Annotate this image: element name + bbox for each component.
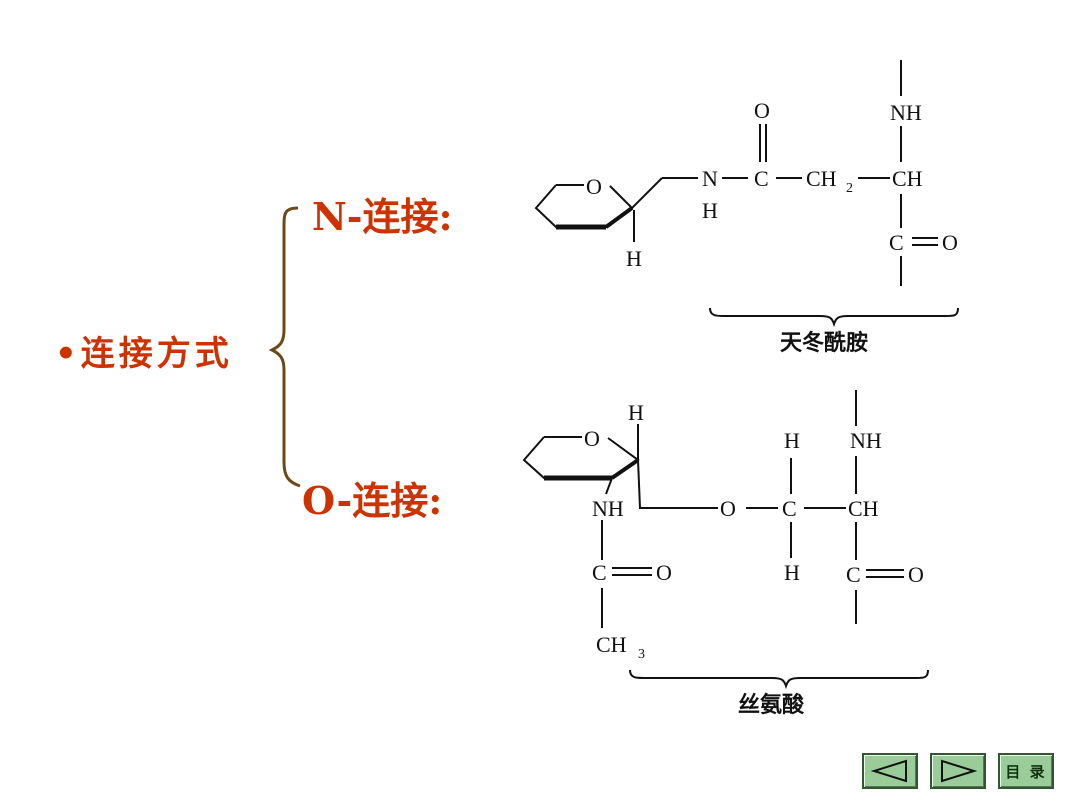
n-atom-nh-top: NH [890, 100, 922, 125]
n-atom-ch2-sub: 2 [846, 181, 853, 196]
prev-button[interactable] [862, 753, 918, 789]
o-atom-co-c: C [846, 562, 861, 587]
n-atom-nh-h: H [702, 198, 718, 223]
o-atom-h-top: H [784, 428, 800, 453]
o-atom-labels: O H NH C O CH 3 O C H H CH NH C O 丝氨酸 [584, 400, 924, 718]
curly-brace [268, 206, 301, 488]
next-button[interactable] [930, 753, 986, 789]
n-atom-co-o: O [942, 230, 958, 255]
o-atom-acyl-o: O [656, 560, 672, 585]
n-atom-n: N [702, 166, 718, 191]
o-atom-anomeric-h: H [628, 400, 644, 425]
n-atom-c: C [754, 166, 769, 191]
o-atom-nh: NH [592, 496, 624, 521]
o-caption-brace [629, 669, 929, 690]
triangle-left-icon [870, 759, 907, 783]
bullet-title: •连接方式 [55, 334, 233, 374]
o-caption: 丝氨酸 [738, 692, 805, 718]
n-atom-ch2: CH [806, 166, 837, 191]
o-atom-acyl-c: C [592, 560, 607, 585]
menu-button[interactable]: 目 录 [998, 753, 1054, 789]
n-link-label: N-连接: [312, 194, 453, 239]
n-caption: 天冬酰胺 [780, 330, 868, 356]
o-link-label: O-连接: [302, 478, 443, 523]
o-atom-ch3: CH [596, 632, 627, 657]
o-atom-bridge-o: O [720, 496, 736, 521]
o-atom-nh-top: NH [850, 428, 882, 453]
n-atom-anomeric-h: H [626, 246, 642, 271]
n-atom-ch: CH [892, 166, 923, 191]
n-atom-co-c: C [889, 230, 904, 255]
menu-button-label: 目 录 [1005, 762, 1047, 781]
n-atom-labels: O N H C O CH 2 CH NH C O H 天冬酰胺 [586, 98, 958, 356]
triangle-right-icon [941, 759, 978, 783]
o-linked-structure [522, 390, 929, 690]
o-ring-o: O [584, 426, 600, 451]
o-atom-c: C [782, 496, 797, 521]
n-caption-brace [709, 307, 959, 328]
n-ring-o: O [586, 174, 602, 199]
n-linked-structure [534, 60, 959, 328]
o-atom-h-bottom: H [784, 560, 800, 585]
o-atom-ch: CH [848, 496, 879, 521]
o-atom-co-o: O [908, 562, 924, 587]
o-atom-ch3-sub: 3 [638, 647, 645, 662]
n-atom-o-top: O [754, 98, 770, 123]
